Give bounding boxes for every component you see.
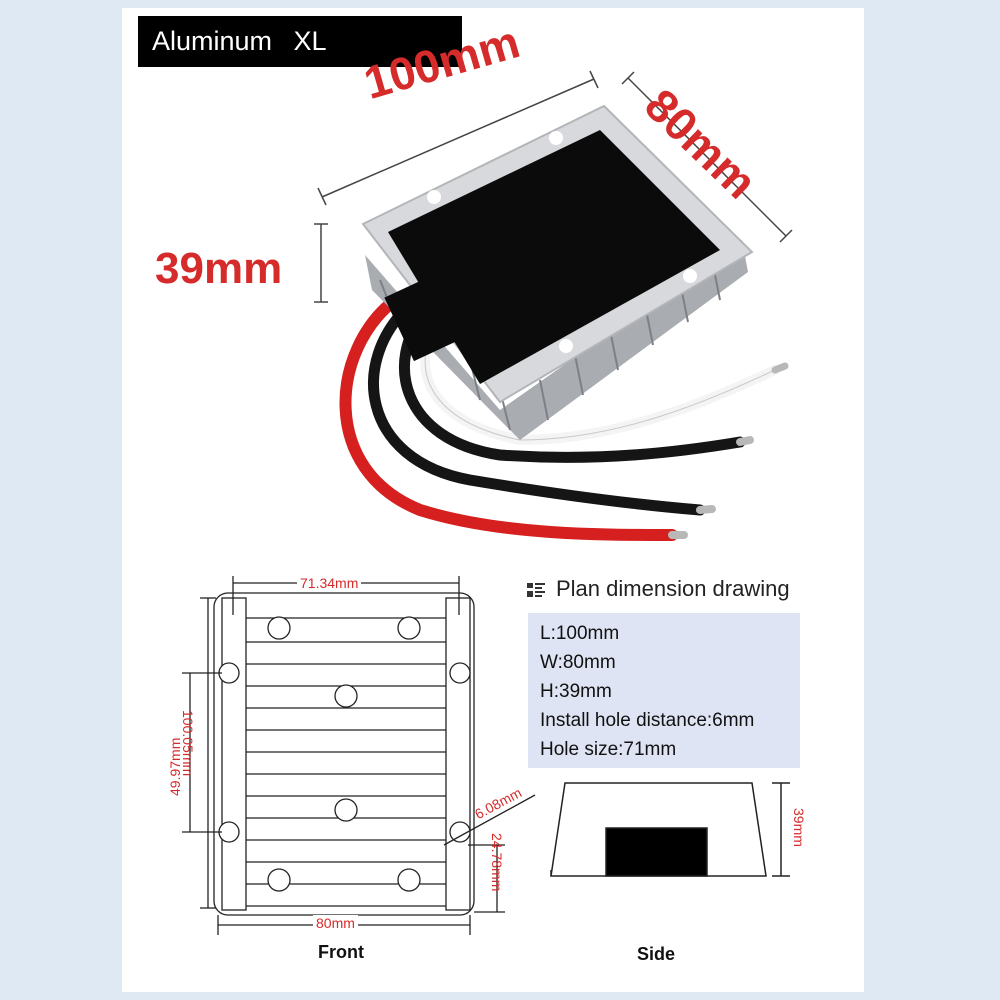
spec-panel: L:100mm W:80mm H:39mm Install hole dista… bbox=[528, 613, 800, 768]
length-dimension-line bbox=[317, 70, 599, 206]
height-dimension-line bbox=[314, 223, 328, 303]
front-caption: Front bbox=[318, 942, 364, 962]
side-height-label: 39mm bbox=[791, 808, 807, 847]
side-caption: Side bbox=[637, 944, 676, 964]
red-wire bbox=[339, 294, 678, 541]
fin-lines bbox=[246, 617, 470, 907]
spec-hole-size: Hole size:71mm bbox=[540, 739, 677, 760]
front-top-span-label: 71.34mm bbox=[297, 575, 362, 591]
spec-height: H:39mm bbox=[540, 681, 612, 702]
front-drawing bbox=[182, 576, 536, 935]
plan-drawing-title: Plan dimension drawing bbox=[556, 576, 790, 601]
spec-length: L:100mm bbox=[540, 623, 620, 644]
width-dimension-line bbox=[621, 71, 793, 243]
black-wire-1 bbox=[368, 299, 706, 516]
black-wire-2 bbox=[399, 306, 746, 463]
height-label: 39mm bbox=[155, 244, 283, 293]
front-bottom-span-label: 80mm bbox=[313, 915, 358, 931]
spec-hole-distance: Install hole distance:6mm bbox=[540, 710, 755, 731]
front-right-lower-label: 24.78mm bbox=[489, 833, 505, 892]
wires bbox=[339, 294, 789, 541]
side-drawing bbox=[550, 782, 790, 877]
title-banner: Aluminum XL bbox=[138, 16, 462, 67]
front-left-inner-label: 49.97mm bbox=[167, 737, 183, 796]
converter-housing bbox=[361, 104, 754, 440]
spec-width: W:80mm bbox=[540, 652, 616, 673]
blueprint-icon bbox=[527, 583, 545, 597]
